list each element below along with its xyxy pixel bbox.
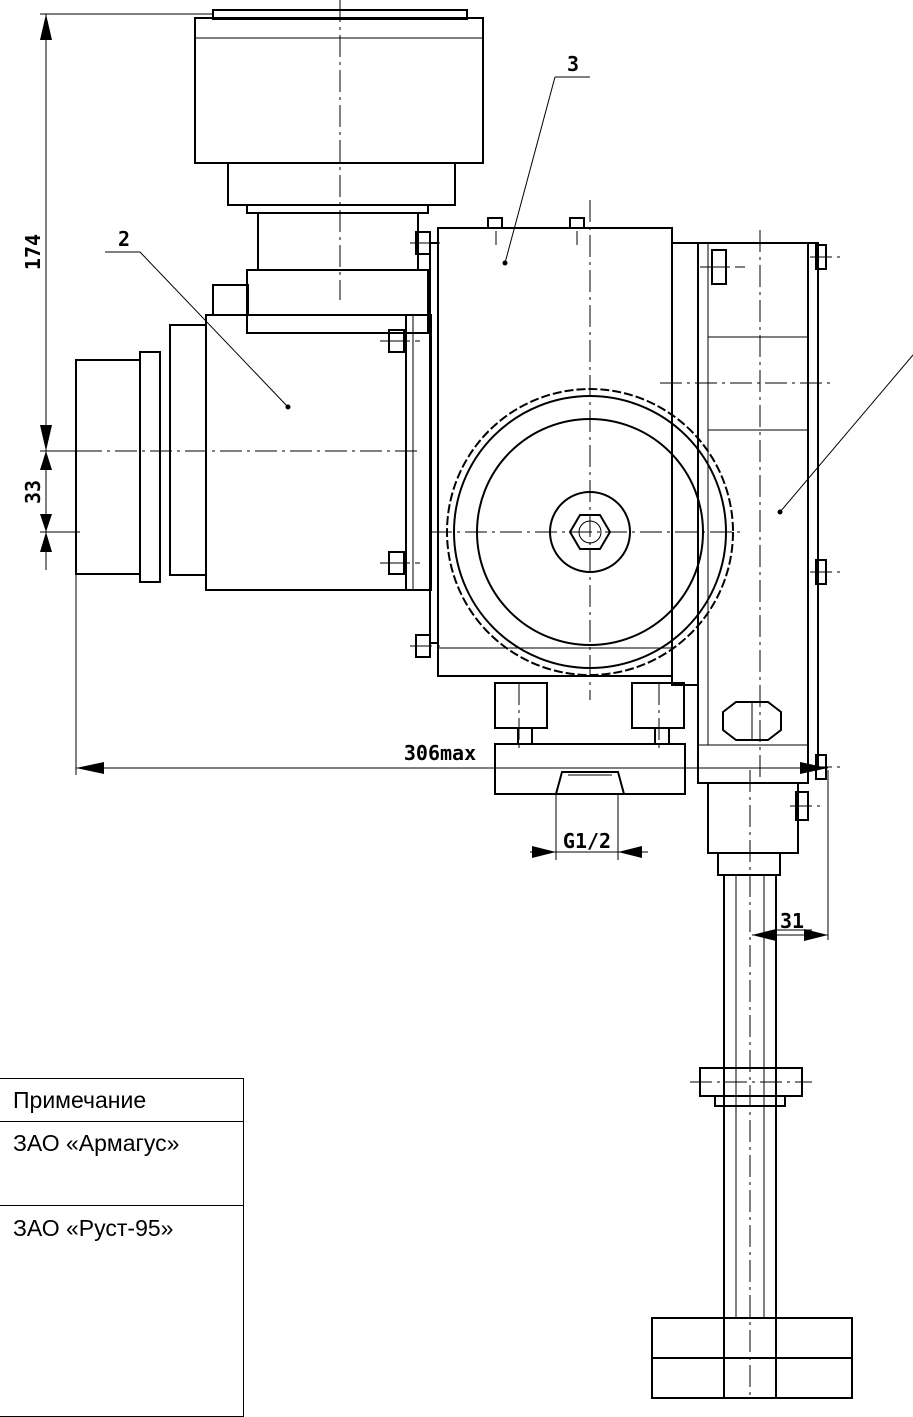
callout-2: 2	[105, 227, 289, 408]
dimension-vertical: 174 33	[21, 13, 213, 570]
dim-31-label: 31	[780, 909, 804, 933]
dimension-31: 31	[752, 909, 828, 941]
notes-table: Примечание ЗАО «Армагус» ЗАО «Руст-95»	[0, 1078, 244, 1417]
notes-table-header: Примечание	[0, 1079, 243, 1122]
callout-3: 3	[504, 52, 590, 264]
motor-assembly	[194, 9, 484, 334]
notes-table-row: ЗАО «Армагус»	[0, 1122, 243, 1206]
dim-33-label: 33	[21, 480, 45, 504]
notes-table-row: ЗАО «Руст-95»	[13, 1215, 174, 1241]
part-3-body	[415, 217, 673, 677]
callout-4-leader	[779, 354, 913, 513]
dimension-horizontal: 306max	[75, 540, 829, 940]
stem-and-handle	[651, 782, 853, 1399]
dimension-thread: G1/2	[530, 795, 648, 860]
callout-2-label: 2	[118, 227, 130, 251]
part-4-body	[671, 242, 827, 784]
dim-174-label: 174	[21, 234, 45, 270]
callout-3-label: 3	[567, 52, 579, 76]
part-2-body	[75, 314, 432, 591]
center-lines	[80, 0, 840, 1400]
dim-thread-label: G1/2	[563, 829, 611, 853]
dim-306max-label: 306max	[404, 741, 476, 765]
bottom-flange	[494, 682, 686, 795]
